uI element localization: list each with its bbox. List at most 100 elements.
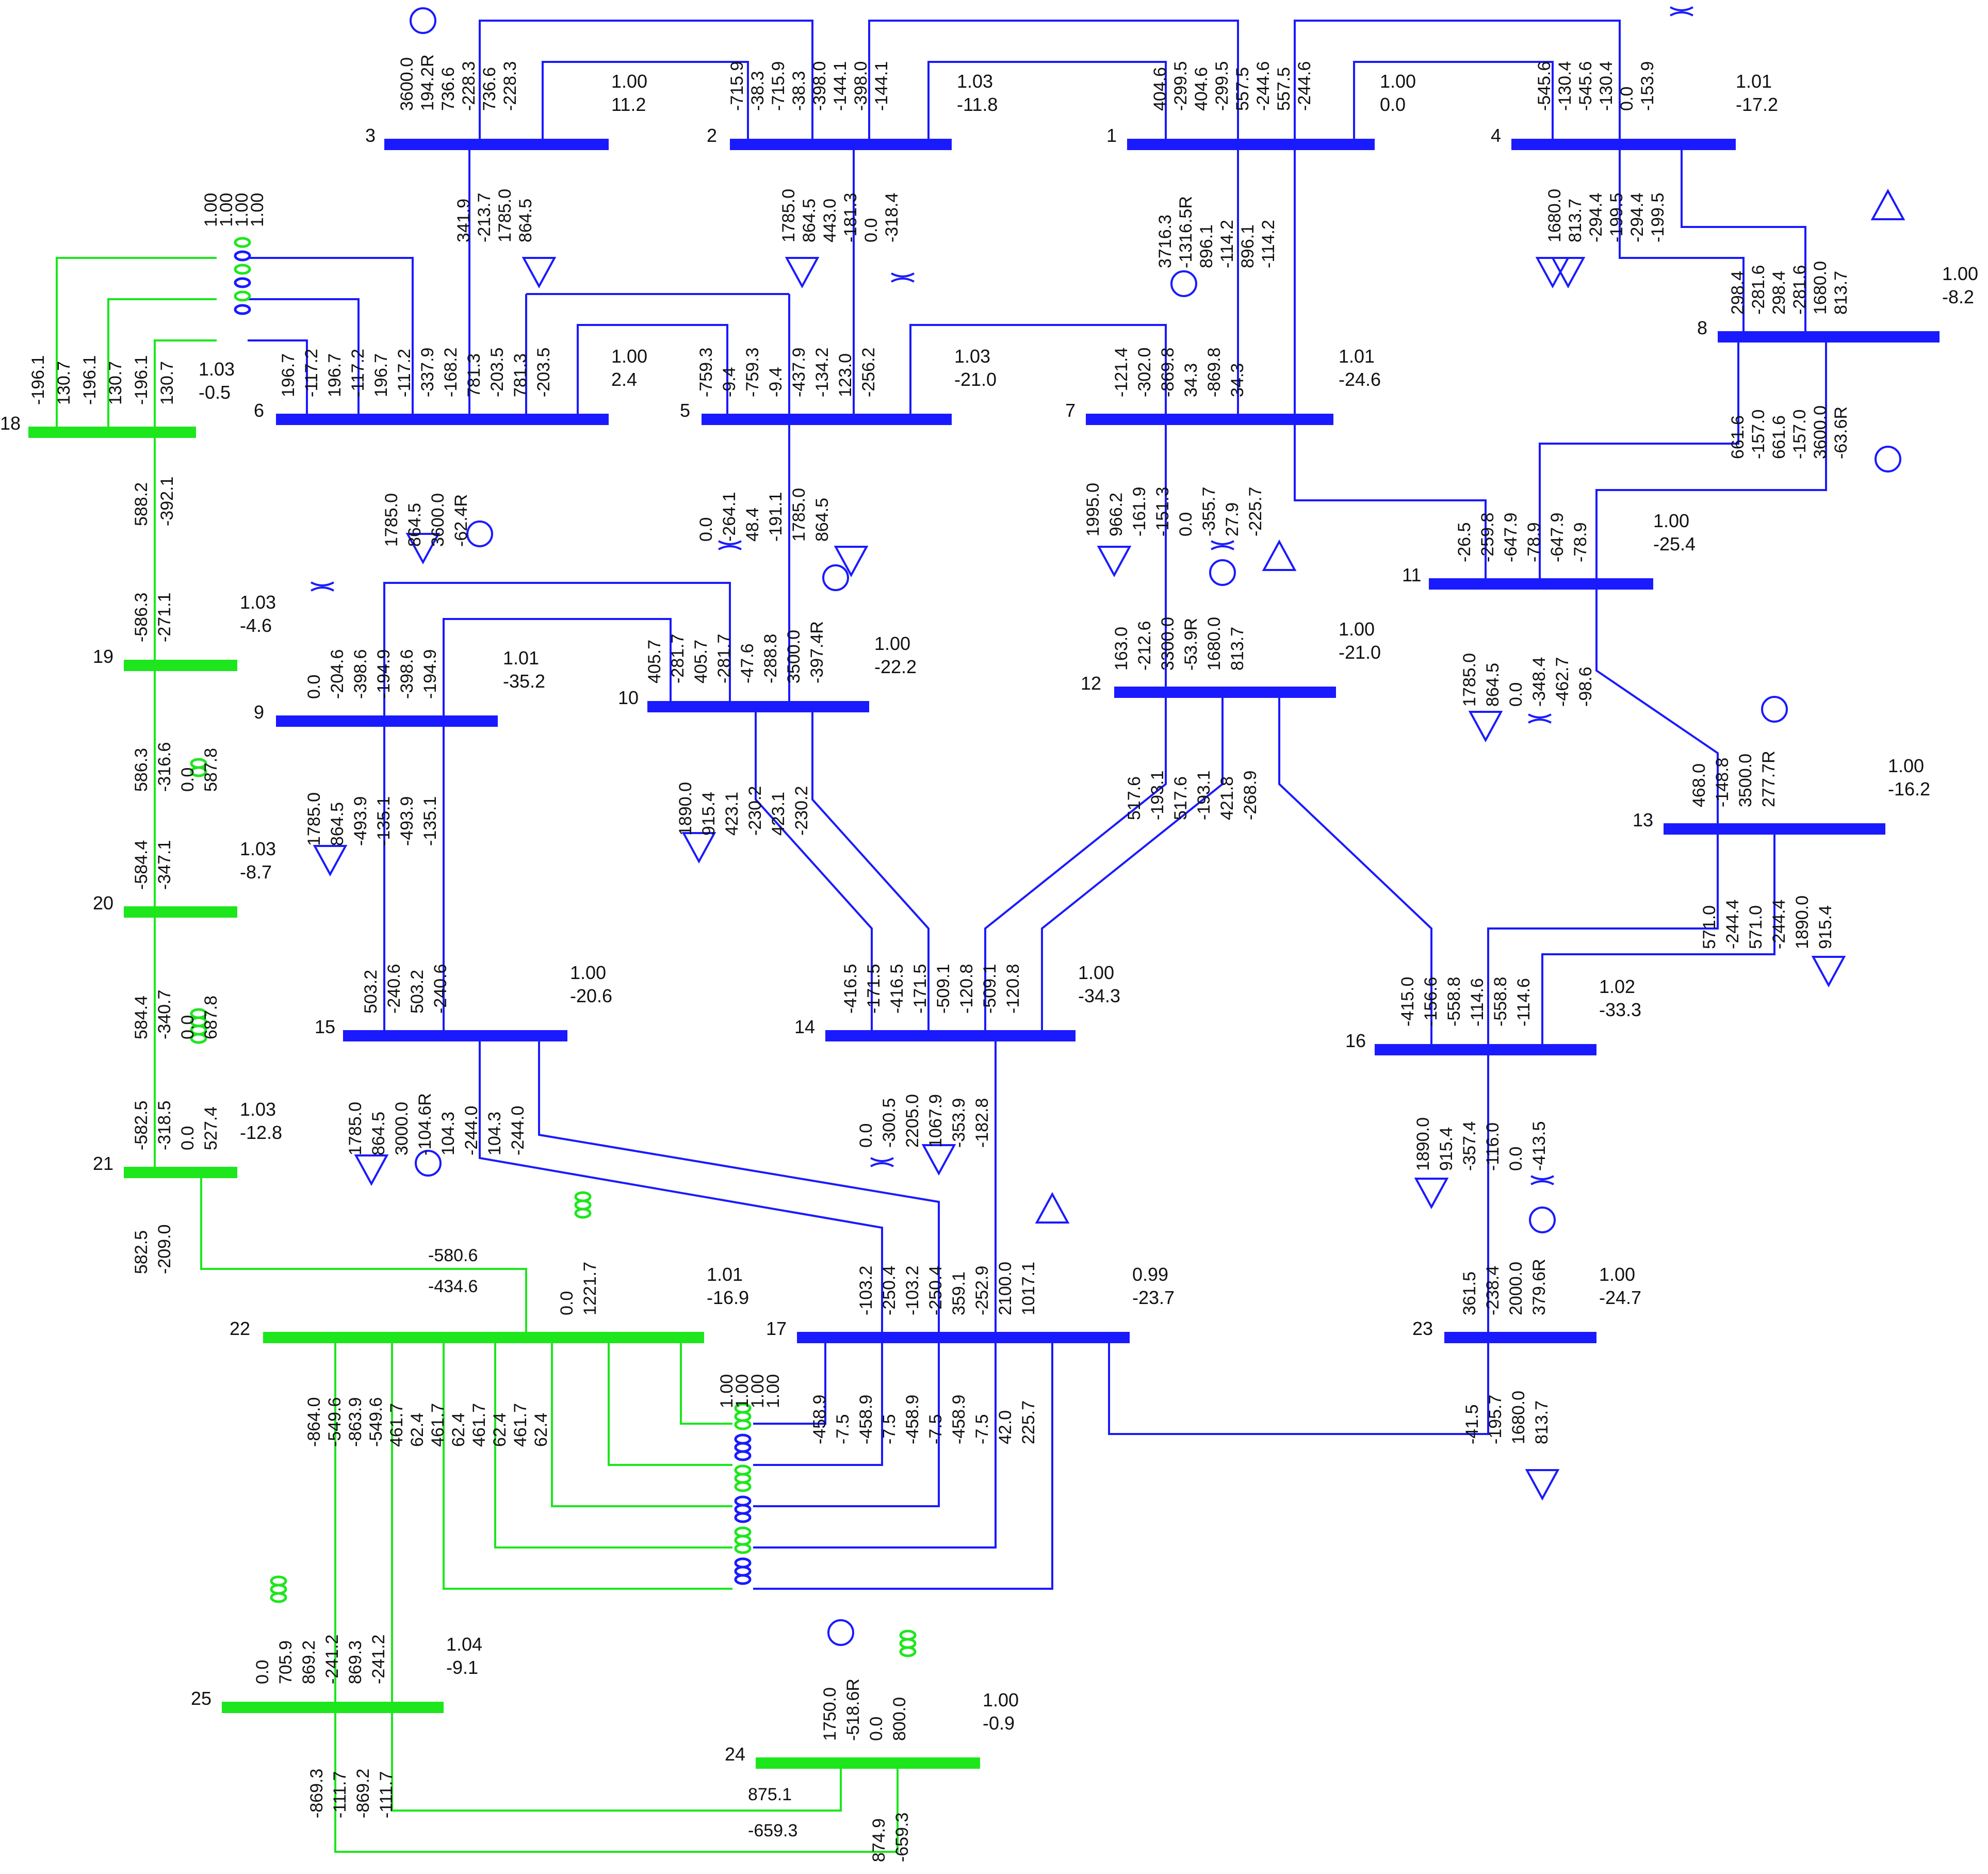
flow-value: -863.9 [346, 1397, 365, 1447]
flow-value: -518.6R [843, 1679, 863, 1741]
flow-value: 864.5 [800, 199, 819, 242]
capacitor-icon [1528, 713, 1552, 724]
flow-value: -151.3 [1153, 487, 1172, 536]
flow-value: -120.8 [1003, 964, 1023, 1014]
flow-value: -416.5 [841, 964, 860, 1014]
flow-value: -212.6 [1135, 621, 1154, 671]
bus-7-angle: -24.6 [1339, 369, 1381, 390]
flow-value: 1.00 [717, 1374, 737, 1408]
flow-value: -353.9 [949, 1098, 969, 1148]
flow-value: 2000.0 [1506, 1262, 1526, 1315]
flow-value: -869.8 [1204, 348, 1224, 397]
flow-value: 503.2 [361, 970, 381, 1014]
flow-value: -230.2 [792, 786, 811, 836]
flow-value: 1680.0 [1204, 617, 1224, 671]
flow-value: 687.8 [201, 996, 221, 1039]
generator-icon [1875, 446, 1901, 472]
branch-line [248, 257, 414, 419]
flow-value: -458.9 [856, 1395, 876, 1444]
flow-value: 405.7 [691, 640, 711, 683]
branch-line [753, 1338, 997, 1549]
bus-24-id: 24 [725, 1743, 745, 1765]
flow-value: 196.7 [279, 353, 298, 397]
flow-value: -228.3 [459, 61, 479, 111]
flow-value: -196.1 [28, 355, 48, 405]
flow-value: 864.5 [812, 498, 832, 542]
flow-value: -225.7 [1246, 487, 1265, 536]
flow-value: 1785.0 [304, 792, 324, 846]
flow-value: -545.6 [1576, 61, 1595, 111]
bus-2-angle: -11.8 [957, 94, 998, 115]
branch-line [909, 324, 1167, 419]
flow-value: -264.1 [720, 492, 739, 542]
flow-value: -199.5 [1607, 193, 1626, 242]
bus-15-id: 15 [315, 1016, 335, 1037]
capacitor-icon [718, 540, 742, 550]
flow-value: 3600.0 [397, 57, 417, 111]
branch-line [1487, 829, 1719, 1050]
branch-line [755, 707, 873, 1036]
flow-value: -156.6 [1421, 977, 1441, 1026]
flow-value: 461.7 [469, 1403, 489, 1447]
flow-value: -462.7 [1553, 657, 1572, 707]
reactor-coil-icon [574, 1191, 592, 1219]
flow-value: -181.3 [841, 193, 860, 242]
flow-value: -715.9 [727, 61, 747, 111]
bus-5-voltage: 1.03 [954, 346, 990, 367]
load-arrow-icon [1535, 257, 1570, 289]
branch-line [538, 1036, 940, 1338]
flow-value: -558.8 [1491, 977, 1510, 1026]
flow-value: -241.2 [369, 1635, 388, 1684]
bus-22-id: 22 [230, 1318, 250, 1339]
bus-20-id: 20 [93, 892, 113, 914]
flow-value: -416.5 [887, 964, 907, 1014]
flow-value: 1.00 [248, 193, 267, 227]
bus-19-angle: -4.6 [240, 615, 272, 636]
flow-value: 3600.0 [1811, 405, 1830, 459]
flow-value: -355.7 [1199, 487, 1219, 536]
flow-value: 0.0 [304, 675, 324, 699]
flow-value: 62.4 [449, 1413, 468, 1447]
flow-value: 27.9 [1223, 502, 1242, 536]
bus-3-id: 3 [365, 125, 376, 146]
branch-line [443, 618, 672, 721]
flow-value: 42.0 [996, 1410, 1015, 1444]
branch-line [334, 1707, 899, 1853]
load-arrow-icon [921, 1144, 956, 1176]
bus-12-id: 12 [1081, 673, 1101, 694]
flow-value: 461.7 [511, 1403, 530, 1447]
bus-12-voltage: 1.00 [1339, 618, 1375, 640]
flow-value: 1680.0 [1509, 1391, 1528, 1444]
branch-line [927, 61, 1167, 144]
flow-value: 813.7 [1532, 1400, 1552, 1444]
flow-value: 3716.3 [1155, 215, 1175, 268]
flow-value: 0.0 [861, 218, 881, 242]
flow-value: 359.1 [949, 1272, 969, 1315]
load-arrow-icon [681, 832, 716, 864]
flow-value: -26.5 [1455, 523, 1474, 563]
flow-value: -294.4 [1627, 193, 1647, 242]
load-arrow-icon [1525, 1469, 1560, 1501]
flow-value: -281.7 [714, 634, 734, 683]
flow-value: -157.0 [1790, 410, 1810, 459]
flow-value: -316.6 [155, 742, 174, 792]
flow-value: -213.7 [475, 193, 494, 242]
flow-value: 3600.0 [428, 493, 448, 547]
branch-line [753, 1338, 883, 1466]
flow-value: -398.6 [397, 649, 417, 699]
bus-9-voltage: 1.01 [503, 647, 539, 669]
flow-value: -157.0 [1749, 410, 1768, 459]
flow-value: 0.0 [178, 1015, 198, 1039]
load-arrow-icon [354, 1154, 389, 1186]
flow-value: -337.9 [418, 348, 437, 397]
bus-22-angle: -16.9 [707, 1287, 749, 1308]
flow-value: 915.4 [1816, 905, 1835, 949]
flow-value: 813.7 [1566, 199, 1585, 242]
flow-value: -203.5 [487, 348, 507, 397]
flow-value: -38.3 [789, 71, 809, 111]
flow-value: -7.5 [833, 1414, 853, 1444]
line-flow-label: 875.1 [748, 1785, 792, 1804]
load-arrow-icon [785, 257, 820, 289]
line-flow-label: -659.3 [892, 1813, 912, 1862]
bus-1-voltage: 1.00 [1380, 71, 1416, 92]
